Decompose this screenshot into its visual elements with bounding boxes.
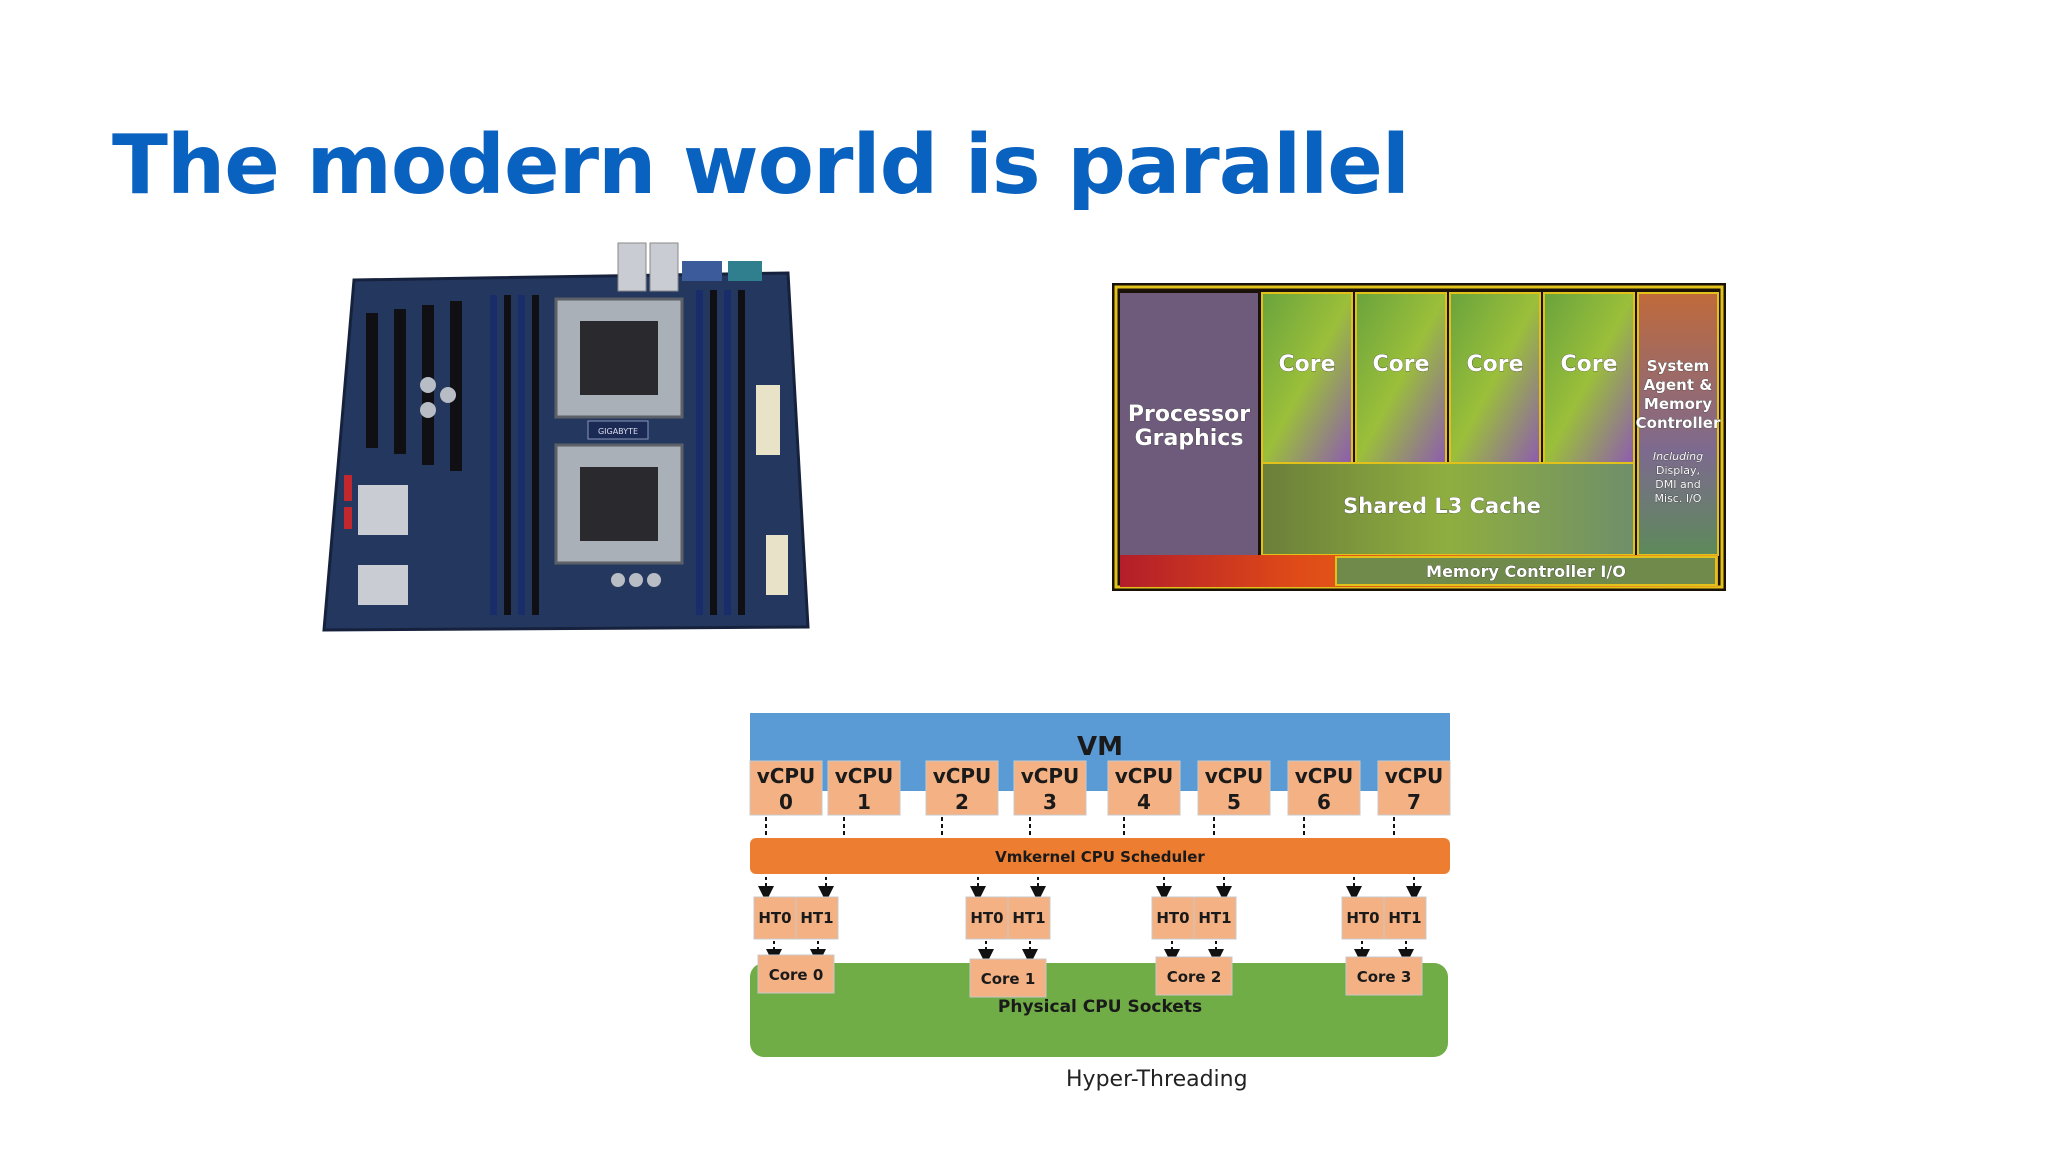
vcpu-label-6: vCPU xyxy=(1295,764,1354,788)
sockets-label: Physical CPU Sockets xyxy=(998,997,1202,1017)
die-label-core-4: Core xyxy=(1560,352,1617,377)
vcpu-label-1: vCPU xyxy=(835,764,894,788)
ht0-box-2 xyxy=(1151,896,1195,940)
core-label-1: Core 1 xyxy=(981,970,1036,988)
core-label-0: Core 0 xyxy=(769,966,824,984)
ht0-box-0 xyxy=(753,896,797,940)
vcpu-box-7 xyxy=(1377,760,1451,816)
motherboard-image: GIGABYTE xyxy=(322,242,810,632)
ht0-label-3: HT0 xyxy=(1346,909,1379,927)
vcpu-number-1: 1 xyxy=(857,790,871,814)
ht0-label-2: HT0 xyxy=(1156,909,1189,927)
vcpu-number-6: 6 xyxy=(1317,790,1331,814)
ht1-label-3: HT1 xyxy=(1388,909,1421,927)
vcpu-number-7: 7 xyxy=(1407,790,1421,814)
ht0-label-0: HT0 xyxy=(758,909,791,927)
vcpu-number-2: 2 xyxy=(955,790,969,814)
die-label-core-2: Core xyxy=(1372,352,1429,377)
die-label-cache: Shared L3 Cache xyxy=(1343,494,1541,518)
scheduler-label: Vmkernel CPU Scheduler xyxy=(995,848,1205,866)
vcpu-box-2 xyxy=(925,760,999,816)
core-box-2 xyxy=(1155,956,1233,996)
vcpu-box-6 xyxy=(1287,760,1361,816)
vcpu-label-4: vCPU xyxy=(1115,764,1174,788)
core-box-1 xyxy=(969,958,1047,998)
die-label-system-agent-line1: System xyxy=(1647,357,1709,375)
diagram-caption: Hyper-Threading xyxy=(1066,1067,1248,1092)
vcpu-number-3: 3 xyxy=(1043,790,1057,814)
cpu-die-image: Processor Graphics Core Core Core Core S… xyxy=(1112,283,1726,591)
die-label-memctrl: Memory Controller I/O xyxy=(1426,562,1626,581)
ht1-label-1: HT1 xyxy=(1012,909,1045,927)
core-label-2: Core 2 xyxy=(1167,968,1222,986)
ht0-box-3 xyxy=(1341,896,1385,940)
die-label-system-agent-line3: Memory xyxy=(1644,395,1712,413)
ht1-box-1 xyxy=(1007,896,1051,940)
vcpu-box-1 xyxy=(827,760,901,816)
vm-label: VM xyxy=(1077,732,1123,762)
vcpu-box-3 xyxy=(1013,760,1087,816)
die-label-core-1: Core xyxy=(1278,352,1335,377)
vcpu-label-7: vCPU xyxy=(1385,764,1444,788)
vcpu-label-3: vCPU xyxy=(1021,764,1080,788)
ht1-box-3 xyxy=(1383,896,1427,940)
vcpu-box-4 xyxy=(1107,760,1181,816)
vcpu-label-0: vCPU xyxy=(757,764,816,788)
vcpu-label-2: vCPU xyxy=(933,764,992,788)
ht1-box-0 xyxy=(795,896,839,940)
core-label-3: Core 3 xyxy=(1357,968,1412,986)
vcpu-number-4: 4 xyxy=(1137,790,1151,814)
die-label-core-3: Core xyxy=(1466,352,1523,377)
ht1-label-2: HT1 xyxy=(1198,909,1231,927)
die-label-including-line2: Display, xyxy=(1656,464,1700,477)
vcpu-number-5: 5 xyxy=(1227,790,1241,814)
vcpu-box-0 xyxy=(749,760,823,816)
vcpu-number-0: 0 xyxy=(779,790,793,814)
vcpu-box-5 xyxy=(1197,760,1271,816)
die-label-graphics-line1: Processor xyxy=(1128,402,1250,427)
die-label-system-agent-line4: Controller xyxy=(1636,414,1721,432)
die-label-system-agent-line2: Agent & xyxy=(1644,376,1713,394)
ht1-box-2 xyxy=(1193,896,1237,940)
die-label-including-line3: DMI and xyxy=(1655,478,1700,491)
ht1-label-0: HT1 xyxy=(800,909,833,927)
motherboard-chip-label: GIGABYTE xyxy=(598,427,638,436)
vm-hyperthreading-diagram: VMvCPU0vCPU1vCPU2vCPU3vCPU4vCPU5vCPU6vCP… xyxy=(749,713,1451,1057)
slide-title: The modern world is parallel xyxy=(112,118,1410,213)
core-box-3 xyxy=(1345,956,1423,996)
die-label-including-line1: Including xyxy=(1653,450,1703,463)
vcpu-label-5: vCPU xyxy=(1205,764,1264,788)
ht0-label-1: HT0 xyxy=(970,909,1003,927)
sockets-bar xyxy=(750,963,1448,1057)
die-label-including-line4: Misc. I/O xyxy=(1655,492,1702,505)
core-box-0 xyxy=(757,954,835,994)
die-label-graphics-line2: Graphics xyxy=(1135,426,1244,451)
scheduler-bar xyxy=(750,838,1450,874)
